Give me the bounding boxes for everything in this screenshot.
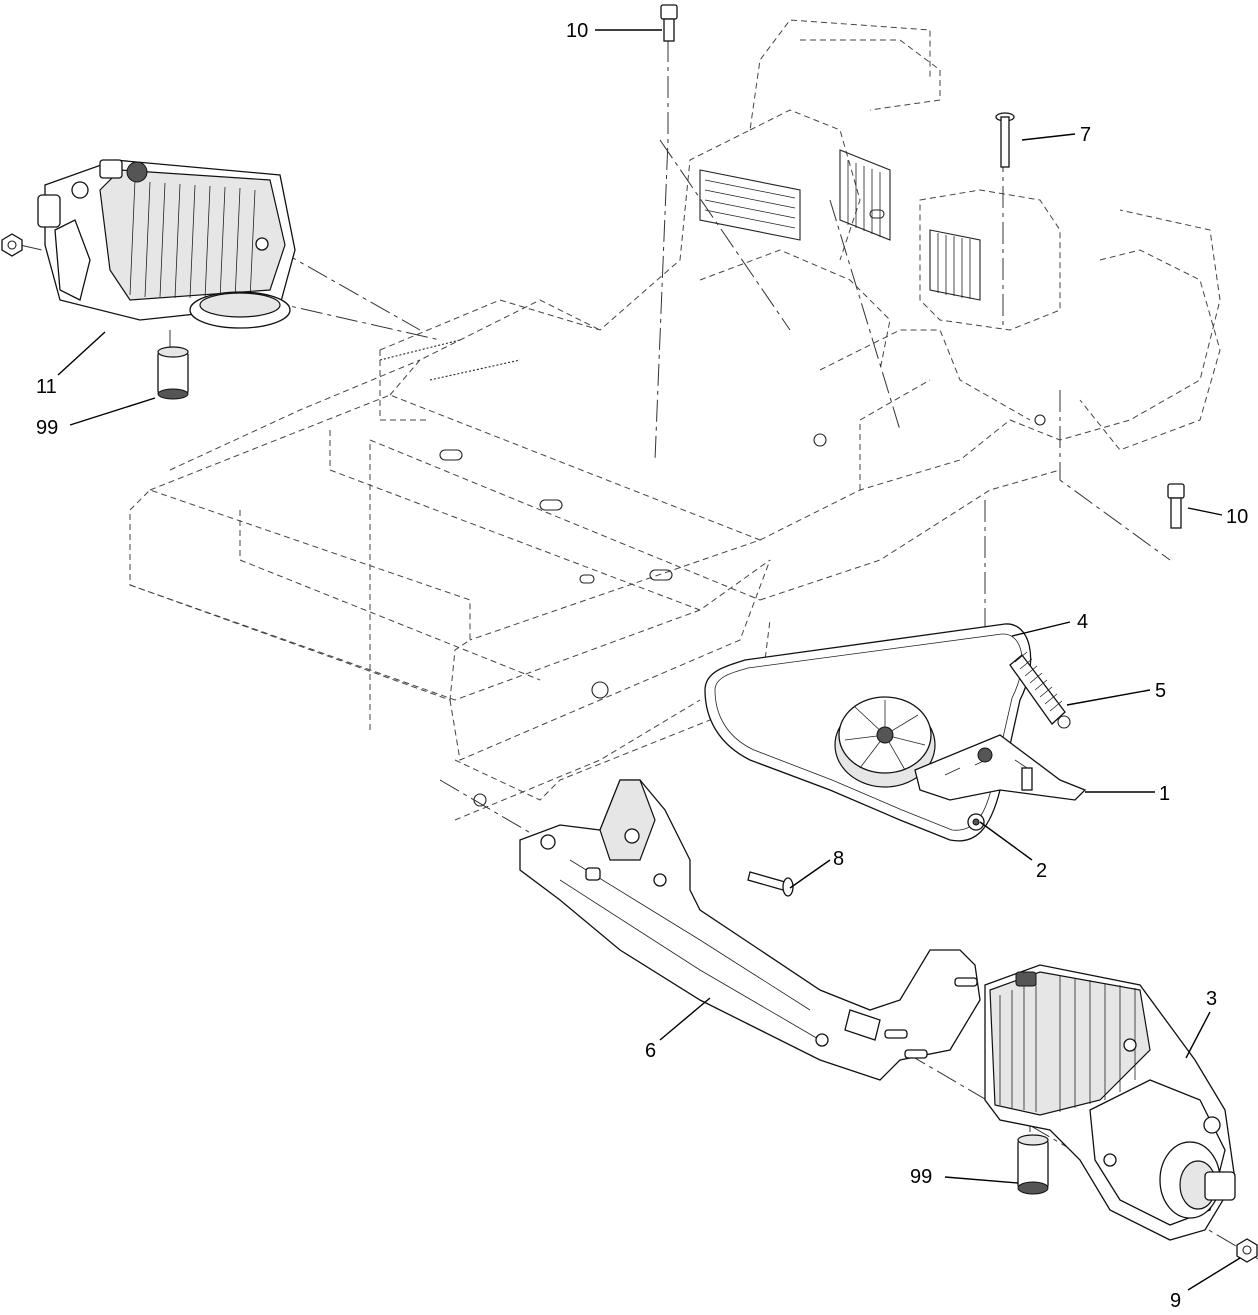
callout-5: 5 bbox=[1155, 680, 1166, 702]
nut-2-icon[interactable] bbox=[967, 813, 985, 831]
callout-10-top: 10 bbox=[566, 20, 588, 42]
bolt-10-right-icon[interactable] bbox=[1167, 483, 1185, 529]
callout-3: 3 bbox=[1206, 988, 1217, 1010]
nut-9-icon[interactable] bbox=[1236, 1238, 1258, 1263]
callout-11: 11 bbox=[36, 376, 57, 398]
transmission-bracket-icon[interactable] bbox=[519, 779, 981, 1081]
callout-2: 2 bbox=[1036, 860, 1047, 882]
callout-7: 7 bbox=[1080, 124, 1091, 146]
extension-spring-icon[interactable] bbox=[1009, 651, 1071, 729]
grille-center bbox=[839, 149, 891, 241]
grille-right bbox=[929, 229, 981, 301]
callout-99-left: 99 bbox=[36, 417, 58, 439]
bushing-left-icon[interactable] bbox=[157, 346, 189, 400]
bolt-8-icon[interactable] bbox=[747, 871, 794, 897]
callout-6: 6 bbox=[645, 1040, 656, 1062]
transmission-right-icon[interactable] bbox=[984, 964, 1236, 1241]
callout-10-right: 10 bbox=[1226, 506, 1248, 528]
callout-99-right: 99 bbox=[910, 1166, 932, 1188]
bushing-right-icon[interactable] bbox=[1017, 1134, 1049, 1195]
callout-1: 1 bbox=[1159, 783, 1170, 805]
nut-left-icon[interactable] bbox=[1, 233, 23, 257]
leader-lines bbox=[57, 29, 1241, 1291]
callout-9: 9 bbox=[1170, 1290, 1181, 1312]
bolt-10-top-icon[interactable] bbox=[660, 4, 678, 42]
callout-labels: 10 7 11 99 10 4 5 1 2 8 3 6 99 9 bbox=[36, 20, 1248, 1312]
grille-left bbox=[699, 169, 801, 241]
transmission-left-icon[interactable] bbox=[37, 159, 296, 329]
bolt-7-icon[interactable] bbox=[995, 112, 1015, 168]
chassis-frame bbox=[129, 19, 1221, 821]
idler-arm-pulley-icon[interactable] bbox=[834, 696, 1087, 801]
callout-4: 4 bbox=[1077, 611, 1088, 633]
callout-8: 8 bbox=[833, 848, 844, 870]
